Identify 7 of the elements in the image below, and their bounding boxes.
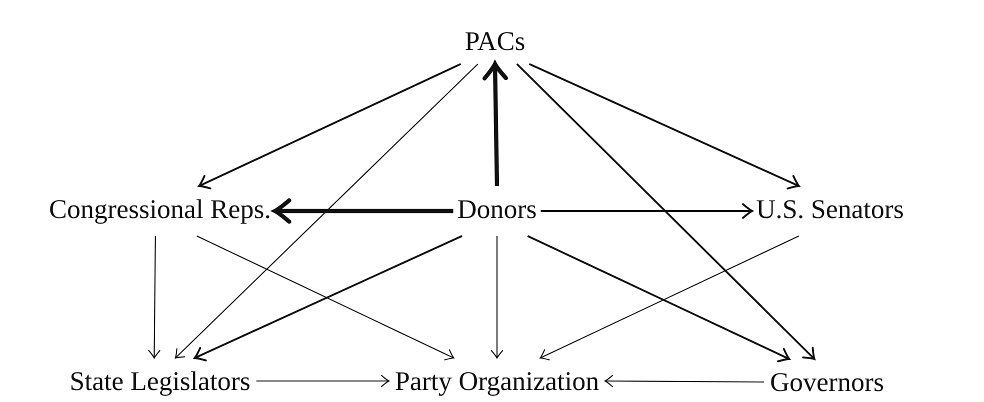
- node-label: Governors: [764, 359, 890, 402]
- node-label: Donors: [453, 186, 541, 236]
- node-label: Congressional Reps.: [45, 186, 275, 236]
- node-label: U.S. Senators: [752, 186, 908, 236]
- node-label: Party Organization: [388, 358, 606, 402]
- node-label: PACs: [460, 26, 530, 64]
- node-label: State Legislators: [64, 358, 256, 402]
